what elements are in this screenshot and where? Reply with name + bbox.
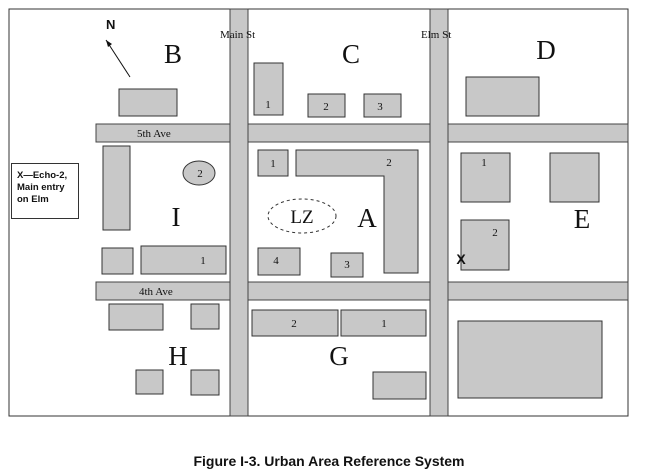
building-e2-label: 2 [492,227,498,239]
building-h-top-left [108,303,164,331]
building-a3-label: 3 [344,259,350,271]
fourth-ave-label: 4th Ave [139,286,173,298]
building-i1-label: 1 [200,255,206,267]
building-g-small [372,371,427,400]
building-i2 [182,160,216,186]
building-i-tall [102,145,131,231]
block-label-g: G [329,341,349,371]
building-c1-label: 1 [265,99,271,111]
block-label-c: C [342,39,360,69]
elm-st-label: Elm St [421,29,451,41]
building-f [457,320,603,399]
block-label-a: A [357,203,377,233]
building-e-large [549,152,600,203]
legend-line: Main entry [17,182,65,193]
legend-line: on Elm [17,194,49,205]
x-marker: X [456,251,466,267]
building-a2 [295,149,419,274]
building-c2-label: 2 [323,101,329,113]
building-g2-label: 2 [291,318,297,330]
building-c2 [307,93,346,118]
building-g1 [340,309,427,337]
north-label: N [106,17,115,32]
lz-zone [267,198,337,234]
street-main-st [229,8,249,417]
building-h-top-right [190,303,220,330]
building-g2 [251,309,339,337]
building-h-bottom-left [135,369,164,395]
block-label-i: I [172,202,181,232]
main-st-label: Main St [220,29,255,41]
building-c3-label: 3 [377,101,383,113]
block-label-e: E [574,204,591,234]
building-g1-label: 1 [381,318,387,330]
building-a2-label: 2 [386,157,392,169]
building-e2 [460,219,510,271]
street-4th-ave [95,281,629,301]
building-b [118,88,178,117]
figure-caption: Figure I-3. Urban Area Reference System [193,453,465,469]
building-a4-label: 4 [273,255,279,267]
building-i1 [140,245,227,275]
lz-label: LZ [290,207,313,228]
building-e1-label: 1 [481,157,487,169]
building-c3 [363,93,402,118]
legend-line: X—Echo-2, [17,170,68,181]
building-d [465,76,540,117]
north-arrow-icon [105,39,131,78]
legend-box: X—Echo-2, Main entry on Elm [11,163,79,219]
building-h-bottom-right [190,369,220,396]
block-label-h: H [168,341,188,371]
block-label-d: D [536,35,556,65]
block-label-b: B [164,39,182,69]
building-a1-label: 1 [270,158,276,170]
building-i-small [101,247,134,275]
building-a4 [257,247,301,276]
street-elm-st [429,8,449,417]
building-e1 [460,152,511,203]
building-a1 [257,149,289,177]
fifth-ave-label: 5th Ave [137,128,171,140]
building-a3 [330,252,364,278]
building-c1 [253,62,284,116]
building-i2-label: 2 [197,168,203,180]
street-5th-ave [95,123,629,143]
